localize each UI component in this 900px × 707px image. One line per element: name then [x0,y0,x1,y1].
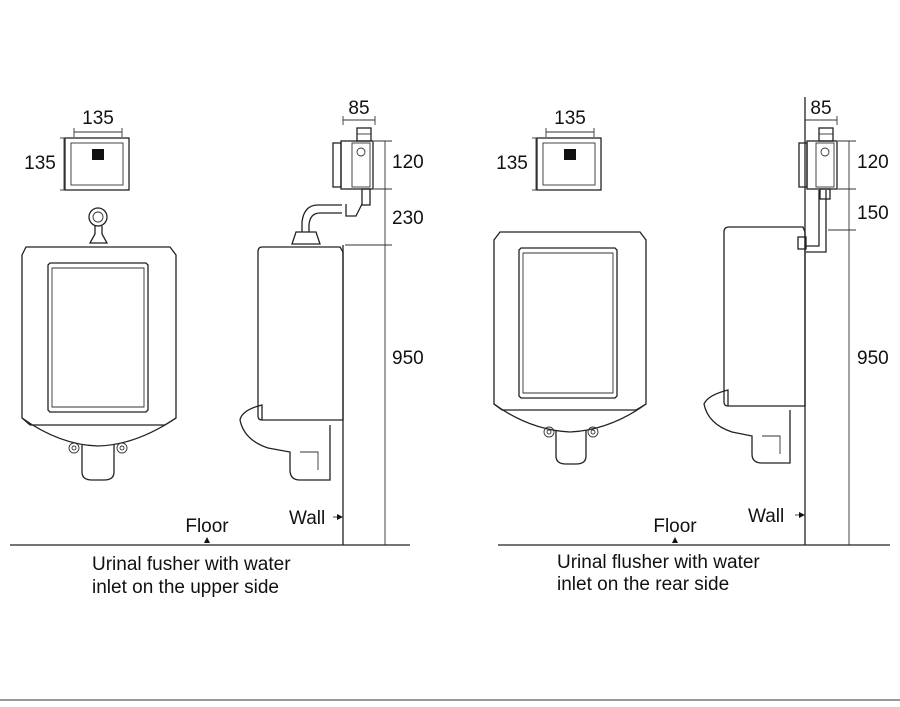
right-sensor-width: 135 [554,108,586,129]
left-floor-label: Floor [185,516,229,537]
left-sensor-width: 135 [82,108,114,129]
left-flusher-width: 85 [348,98,369,119]
left-wall-arrow-icon [337,514,343,520]
left-flusher-unit: 85 [332,98,376,217]
left-caption-line1: Urinal fusher with water [92,554,291,575]
right-diagram: 135 135 [493,97,890,595]
right-sensor-window-icon [564,149,576,160]
right-caption-line1: Urinal flusher with water [557,552,760,573]
right-wall-label: Wall [748,506,784,527]
right-flusher-width: 85 [810,98,831,119]
left-mount-height: 950 [392,348,424,369]
left-wall-label: Wall [289,508,325,529]
right-inlet-height: 150 [857,203,889,224]
right-sensor-height: 135 [496,153,528,174]
left-urinal-side [239,204,344,481]
right-floor-label: Floor [653,516,697,537]
right-caption-line2: inlet on the rear side [557,574,729,595]
left-sensor-height: 135 [24,153,56,174]
left-inlet-height: 230 [392,208,424,229]
right-mount-height: 950 [857,348,889,369]
right-floor-arrow-icon [672,537,678,543]
right-height-dimensions: 120 150 950 [828,140,889,545]
left-diagram: 135 135 [10,98,424,598]
left-sensor-panel: 135 135 [24,108,130,191]
left-sensor-window-icon [92,149,104,160]
left-urinal-front [21,207,177,481]
left-flusher-height: 120 [392,152,424,173]
right-sensor-panel: 135 135 [496,108,602,191]
left-height-dimensions: 120 230 950 [345,140,424,545]
right-urinal-front [493,231,647,465]
left-caption-line2: inlet on the upper side [92,577,279,598]
right-wall-arrow-icon [799,512,805,518]
right-urinal-side [703,190,827,464]
left-floor-arrow-icon [204,537,210,543]
right-flusher-height: 120 [857,152,889,173]
